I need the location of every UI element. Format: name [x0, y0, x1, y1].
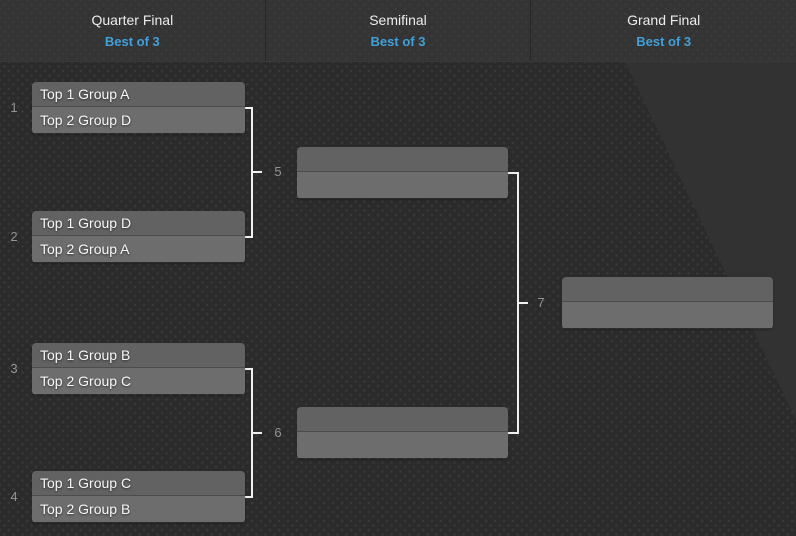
team-slot[interactable]: Top 2 Group B: [32, 496, 245, 522]
match-2: Top 1 Group D Top 2 Group A: [32, 211, 245, 263]
bracket-header: Quarter Final Best of 3 Semifinal Best o…: [0, 0, 796, 62]
round-format-label: Best of 3: [104, 33, 160, 49]
match-5: [297, 147, 508, 199]
round-title: Semifinal: [369, 11, 427, 28]
round-format-label: Best of 3: [370, 33, 426, 49]
team-slot[interactable]: Top 2 Group D: [32, 107, 245, 133]
team-slot[interactable]: Top 2 Group C: [32, 368, 245, 394]
match-number: 1: [10, 100, 18, 115]
team-slot[interactable]: [562, 277, 773, 302]
round-title: Grand Final: [627, 11, 701, 28]
team-slot[interactable]: [297, 172, 508, 198]
header-column-grand-final: Grand Final Best of 3: [530, 0, 796, 61]
header-column-semifinal: Semifinal Best of 3: [264, 0, 531, 61]
round-title: Quarter Final: [91, 11, 174, 28]
team-slot[interactable]: Top 1 Group D: [32, 211, 245, 236]
match-number: 2: [10, 229, 18, 244]
match-number: 5: [274, 164, 282, 179]
team-slot[interactable]: [297, 407, 508, 432]
match-3: Top 1 Group B Top 2 Group C: [32, 343, 245, 395]
match-4: Top 1 Group C Top 2 Group B: [32, 471, 245, 523]
team-slot[interactable]: Top 2 Group A: [32, 236, 245, 262]
match-1: Top 1 Group A Top 2 Group D: [32, 82, 245, 134]
match-number: 3: [10, 361, 18, 376]
team-slot[interactable]: Top 1 Group A: [32, 82, 245, 107]
match-number: 6: [274, 425, 282, 440]
round-format-label: Best of 3: [636, 33, 692, 49]
team-slot[interactable]: Top 1 Group C: [32, 471, 245, 496]
team-slot[interactable]: [297, 432, 508, 458]
match-6: [297, 407, 508, 459]
team-slot[interactable]: Top 1 Group B: [32, 343, 245, 368]
match-7: [562, 277, 773, 329]
team-slot[interactable]: [297, 147, 508, 172]
header-column-quarter-final: Quarter Final Best of 3: [0, 0, 265, 61]
match-number: 4: [10, 489, 18, 504]
team-slot[interactable]: [562, 302, 773, 328]
match-number: 7: [537, 295, 545, 310]
